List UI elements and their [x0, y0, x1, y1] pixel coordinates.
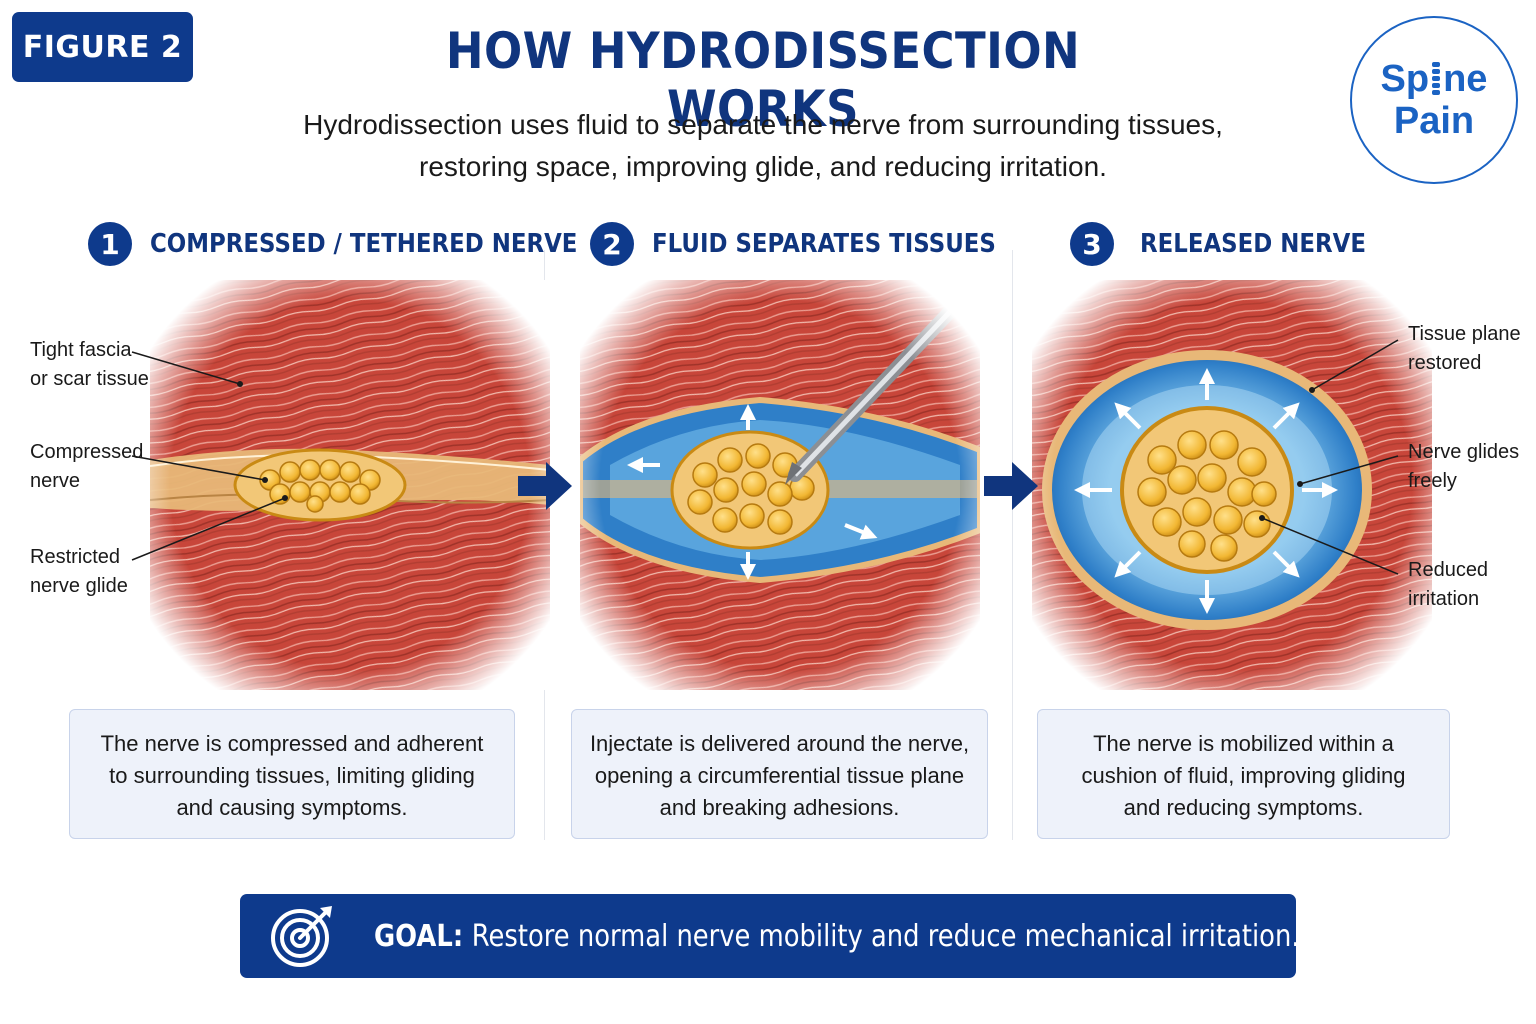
logo-line-1: Sp ne	[1381, 58, 1488, 100]
description-line: and breaking adhesions.	[659, 795, 900, 820]
callout-line: nerve	[30, 470, 81, 492]
step-2-title: FLUID SEPARATES TISSUES	[652, 229, 996, 259]
callout-line: freely	[1408, 470, 1457, 492]
figure-badge: FIGURE 2	[12, 12, 193, 82]
callout-line: Restricted	[30, 546, 121, 568]
description-line: cushion of fluid, improving gliding	[1081, 763, 1406, 788]
subtitle-line-2: restoring space, improving glide, and re…	[419, 151, 1107, 182]
step-3-title: RELEASED NERVE	[1140, 229, 1366, 259]
description-line: Injectate is delivered around the nerve,	[589, 731, 970, 756]
bullseye-target-icon	[271, 906, 332, 967]
callout-tissue-plane: Tissue plane restored	[1408, 320, 1521, 378]
step-2-header: 2 FLUID SEPARATES TISSUES	[590, 222, 1043, 266]
compressed-nerve-illustration	[150, 280, 550, 690]
subtitle-line-1: Hydrodissection uses fluid to separate t…	[303, 109, 1223, 140]
step-1-title: COMPRESSED / TETHERED NERVE	[150, 229, 578, 259]
logo-text-a: Sp	[1380, 58, 1430, 100]
logo-line-2: Pain	[1393, 100, 1475, 142]
callout-line: nerve glide	[30, 575, 128, 597]
step-3-description: The nerve is mobilized within a cushion …	[1037, 709, 1450, 839]
fluid-separation-illustration	[580, 280, 980, 690]
callout-line: Tight fascia	[30, 339, 132, 361]
step-3-number: 3	[1070, 222, 1114, 266]
step-1-description: The nerve is compressed and adherent to …	[69, 709, 515, 839]
callout-line: Reduced	[1408, 559, 1489, 581]
description-line: The nerve is mobilized within a	[1093, 731, 1394, 756]
divider-2	[1012, 250, 1013, 840]
step-3-header: 3 RELEASED NERVE	[1070, 222, 1397, 266]
description-line: The nerve is compressed and adherent	[100, 731, 484, 756]
goal-banner: GOAL: Restore normal nerve mobility and …	[240, 894, 1300, 978]
right-arrow-icon	[984, 462, 1038, 510]
callout-restricted-glide: Restricted nerve glide	[30, 543, 128, 601]
description-line: to surrounding tissues, limiting gliding	[109, 763, 475, 788]
step-1-header: 1 COMPRESSED / TETHERED NERVE	[88, 222, 636, 266]
callout-reduced-irritation: Reduced irritation	[1408, 556, 1488, 614]
callout-line: or scar tissue	[30, 368, 149, 390]
callout-line: Compressed	[30, 441, 144, 463]
callout-tight-fascia: Tight fascia or scar tissue	[30, 336, 149, 394]
callout-line: Tissue plane	[1408, 323, 1521, 345]
subtitle: Hydrodissection uses fluid to separate t…	[200, 104, 1326, 188]
logo-text-b: ne	[1443, 58, 1488, 100]
callout-line: irritation	[1408, 588, 1480, 610]
step-2-number: 2	[590, 222, 634, 266]
description-line: and causing symptoms.	[176, 795, 408, 820]
goal-statement: Restore normal nerve mobility and reduce…	[471, 918, 1300, 954]
page-title: HOW HYDRODISSECTION WORKS	[445, 22, 1081, 138]
goal-text: GOAL: Restore normal nerve mobility and …	[374, 894, 1300, 978]
callout-line: restored	[1408, 352, 1482, 374]
spine-icon	[1432, 62, 1441, 95]
step-1-number: 1	[88, 222, 132, 266]
callout-nerve-glides: Nerve glides freely	[1408, 438, 1519, 496]
released-nerve-illustration	[1032, 280, 1432, 690]
callout-line: Nerve glides	[1408, 441, 1520, 463]
goal-label: GOAL:	[374, 918, 464, 954]
description-line: opening a circumferential tissue plane	[594, 763, 965, 788]
spine-pain-logo: Sp ne Pain	[1350, 16, 1518, 184]
description-line: and reducing symptoms.	[1123, 795, 1364, 820]
step-2-description: Injectate is delivered around the nerve,…	[571, 709, 988, 839]
callout-compressed-nerve: Compressed nerve	[30, 438, 143, 496]
right-arrow-icon	[518, 462, 572, 510]
